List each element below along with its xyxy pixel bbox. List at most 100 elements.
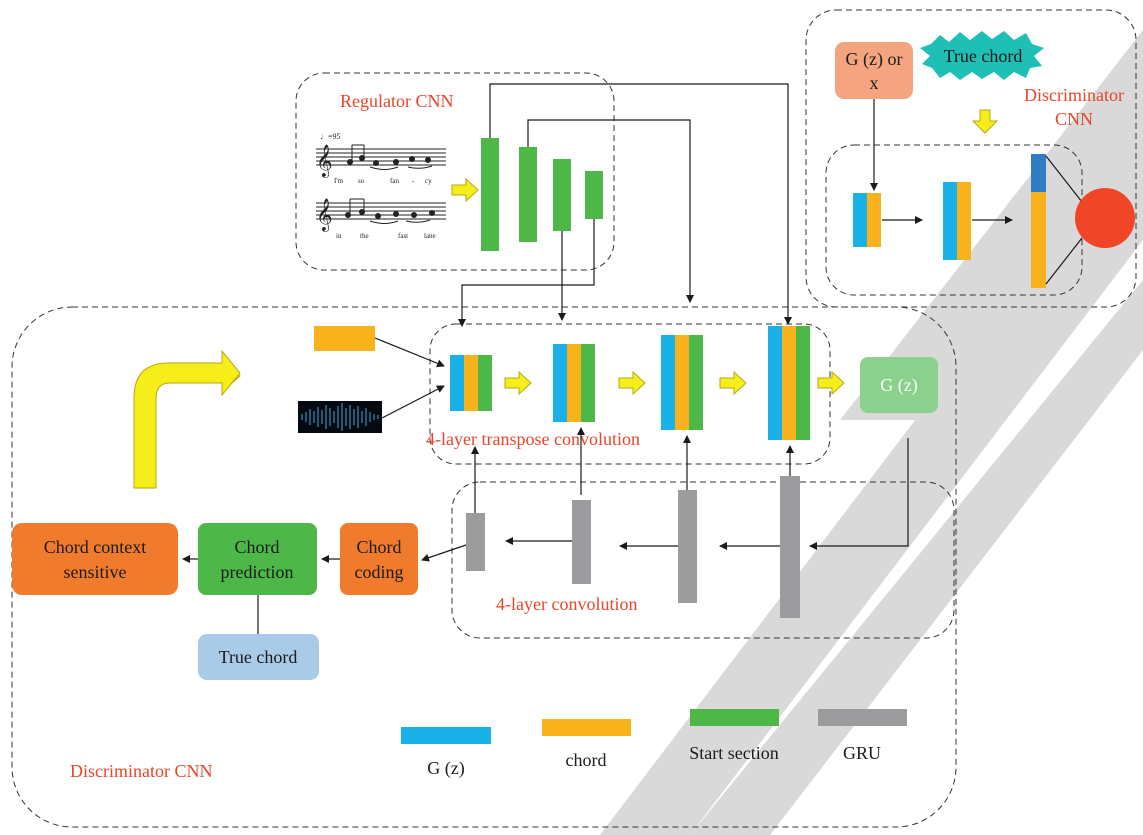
gru-bar-1	[466, 513, 485, 571]
legend-swatch-chord	[542, 719, 631, 736]
tconv-1-chord	[464, 355, 478, 411]
true-chord-box-label: True chord	[219, 647, 298, 667]
tconv-yellow-arrows	[504, 370, 845, 396]
yellow-arrow-down	[971, 109, 999, 134]
discriminator-top-label-1: Discriminator	[1024, 85, 1124, 105]
gz-box	[860, 357, 938, 413]
gz-or-x-label-2: x	[870, 73, 879, 93]
true-chord-star	[920, 31, 1044, 80]
conv-gru-bars	[466, 476, 800, 618]
watermark-stripe-2	[600, 120, 1143, 835]
tconv-arrow-3	[719, 370, 747, 396]
chord-prediction-label-1: Chord	[235, 537, 280, 557]
gru-bar-2	[572, 500, 591, 584]
tconv-1-start	[478, 355, 492, 411]
transpose-conv-frame	[429, 323, 831, 465]
tconv-2-gz	[553, 344, 567, 422]
legend-swatch-gz	[401, 727, 491, 744]
tconv-2-start	[581, 344, 595, 422]
tconv-arrow-1	[504, 370, 532, 396]
lyric-2-2: the	[360, 232, 369, 240]
watermark	[600, 30, 1143, 835]
score-tempo: ♩=95	[320, 132, 341, 141]
gru-bar-3	[678, 490, 697, 603]
watermark-stripe-3	[690, 280, 1143, 835]
legend-swatch-start	[690, 709, 779, 726]
regulator-bar-2	[519, 147, 537, 242]
disc-top-layer-3-top	[1031, 154, 1046, 192]
lyric-2-4: lane	[424, 232, 436, 240]
legend-swatch-gru	[818, 709, 907, 726]
waveform-lines	[301, 403, 379, 431]
lyric-2-3: fast	[398, 232, 408, 240]
disc-top-layer-1-gz	[853, 193, 867, 247]
regulator-bar-3	[553, 159, 571, 231]
chord-prediction-label-2: prediction	[221, 562, 294, 582]
legend-label-gru: GRU	[843, 743, 881, 763]
legend-label-start: Start section	[689, 743, 778, 763]
discriminator-top-label-2: CNN	[1055, 109, 1093, 129]
tconv-1-gz	[450, 355, 464, 411]
tconv-3-chord	[675, 335, 689, 430]
tconv-3-gz	[661, 335, 675, 430]
lyric-1-4: -	[412, 177, 415, 185]
disc-top-layer-3-bottom	[1031, 192, 1046, 288]
discriminator-bottom-label: Discriminator CNN	[70, 761, 212, 781]
curved-yellow-arrow-body	[133, 349, 241, 489]
svg-text:𝄞: 𝄞	[316, 199, 333, 232]
disc-top-layer-2-chord	[957, 182, 971, 260]
audio-waveform	[298, 401, 382, 433]
regulator-cnn-frame	[295, 72, 615, 271]
tconv-4-start	[796, 326, 810, 440]
chord-input-connector	[374, 337, 445, 368]
chord-prediction-box	[198, 523, 317, 595]
conv-connectors	[421, 427, 794, 562]
legend: G (z) chord Start section GRU	[401, 709, 907, 779]
watermark-stripe-1	[840, 30, 1143, 420]
disc-top-connectors	[882, 155, 1083, 285]
tconv-2-chord	[567, 344, 581, 422]
chord-coding-label-1: Chord	[357, 537, 402, 557]
tconv-4-chord	[782, 326, 796, 440]
regulator-bar-4	[585, 171, 603, 219]
regulator-bars	[481, 138, 603, 251]
score-lyrics: I'm so fan - cy in the fast lane	[334, 177, 436, 240]
lyric-1-2: so	[358, 177, 365, 185]
chord-context-label-2: sensitive	[64, 562, 127, 582]
transpose-conv-label: 4-layer transpose convolution	[426, 429, 640, 449]
svg-text:𝄞: 𝄞	[316, 145, 333, 178]
output-node	[1075, 188, 1135, 248]
chord-context-label-1: Chord context	[44, 537, 146, 557]
tconv-arrow-4	[817, 370, 845, 396]
lyric-1-3: fan	[390, 177, 399, 185]
gru-bar-4	[780, 476, 800, 618]
tconv-4-gz	[768, 326, 782, 440]
legend-label-gz: G (z)	[427, 758, 464, 779]
true-chord-star-label: True chord	[944, 46, 1023, 66]
lyric-2-1: in	[336, 232, 342, 240]
regulator-cnn-label: Regulator CNN	[340, 91, 453, 111]
conv-frame	[451, 481, 955, 639]
chord-input-block	[314, 326, 375, 351]
disc-top-layer-2-gz	[943, 182, 957, 260]
discriminator-top-frame	[805, 9, 1137, 308]
chord-context-box	[12, 523, 178, 595]
lyric-1-5: cy	[425, 177, 432, 185]
gz-feedback-connector	[809, 438, 909, 550]
regulator-connectors	[458, 83, 792, 327]
gz-or-x-label-1: G (z) or	[846, 49, 903, 70]
tconv-3-start	[689, 335, 703, 430]
gz-or-x-box	[835, 42, 913, 99]
conv-label: 4-layer convolution	[496, 594, 637, 614]
chord-coding-label-2: coding	[355, 562, 404, 582]
discriminator-top-layers	[853, 154, 1046, 288]
lyric-1-1: I'm	[334, 177, 344, 185]
true-chord-box	[198, 634, 319, 680]
yellow-arrow-regulator	[451, 177, 479, 203]
tconv-arrow-2	[618, 370, 646, 396]
sheet-music: ♩=95 𝄞 𝄞	[316, 132, 446, 232]
transpose-conv-layers	[450, 326, 810, 440]
legend-label-chord: chord	[566, 750, 607, 770]
